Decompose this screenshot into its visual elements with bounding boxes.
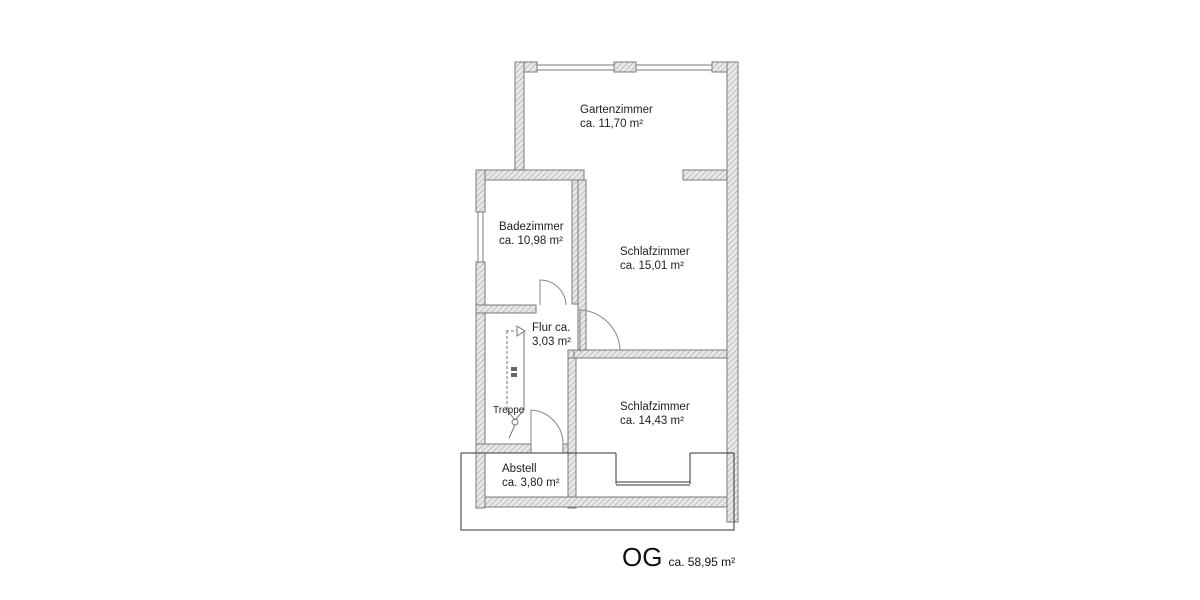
door-abstell (530, 409, 564, 445)
room-name: Abstell (502, 463, 537, 475)
outline-box (460, 452, 735, 531)
room-name: Badezimmer (499, 221, 564, 233)
room-area: ca. 3,80 m² (502, 477, 560, 489)
room-area: ca. 11,70 m² (580, 118, 644, 130)
walls-flur (475, 312, 728, 454)
room-flur: Flur ca. 3,03 m² (532, 321, 571, 349)
floor-total-area: ca. 58,95 m² (668, 555, 736, 569)
stairs-arrow (506, 325, 526, 439)
window-top (537, 64, 712, 71)
room-abstell: Abstell ca. 3,80 m² (502, 462, 560, 490)
door-schlafzimmer-1 (579, 309, 621, 352)
stairs-label: Treppe (493, 405, 525, 416)
walls-gartenzimmer (475, 61, 739, 523)
room-schlafzimmer-1: Schlafzimmer ca. 15,01 m² (620, 245, 690, 273)
room-badezimmer: Badezimmer ca. 10,98 m² (499, 220, 564, 248)
floor-title: OG ca. 58,95 m² (622, 542, 735, 573)
room-area: 3,03 m² (532, 336, 571, 348)
room-gartenzimmer: Gartenzimmer ca. 11,70 m² (580, 103, 653, 131)
room-name: Schlafzimmer (620, 401, 690, 413)
door-bad (539, 279, 567, 306)
room-name: Gartenzimmer (580, 104, 653, 116)
room-area: ca. 10,98 m² (499, 235, 563, 247)
window-bad (477, 212, 484, 262)
room-area: ca. 14,43 m² (620, 415, 684, 427)
floor-name: OG (622, 542, 663, 572)
room-area: ca. 15,01 m² (620, 260, 684, 272)
room-name: Flur ca. (532, 322, 571, 334)
walls-badezimmer (475, 169, 587, 351)
walls-schlafzimmer-2 (475, 357, 728, 509)
room-schlafzimmer-2: Schlafzimmer ca. 14,43 m² (620, 400, 690, 428)
room-name: Schlafzimmer (620, 246, 690, 258)
